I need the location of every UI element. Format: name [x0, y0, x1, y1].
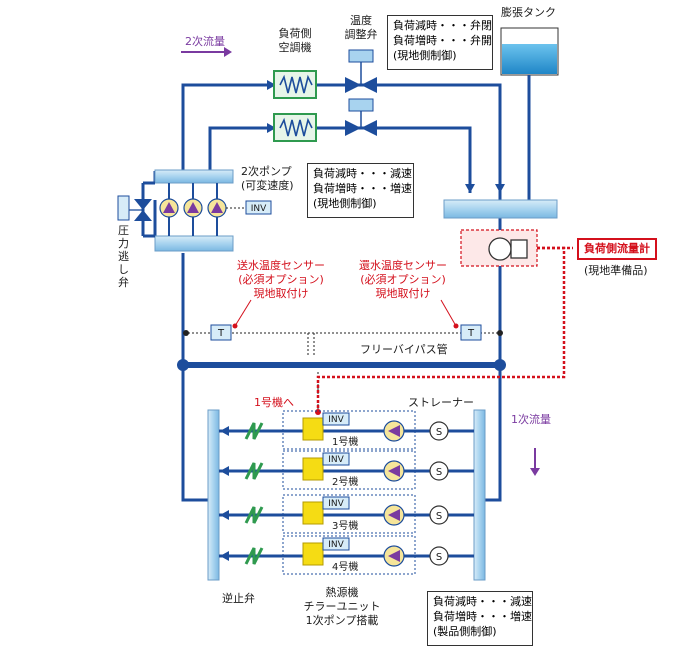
- junction-dot: [497, 330, 503, 336]
- unit-label: 3号機: [332, 519, 358, 532]
- primary-return-header: [473, 409, 486, 581]
- check-valve: [244, 506, 264, 524]
- secondary-flow-label: 2次流量: [185, 35, 225, 48]
- flow-arrow: [220, 426, 229, 436]
- unit-label: 4号機: [332, 560, 358, 573]
- chiller-box: [302, 501, 324, 525]
- flowmeter-note: (現地準備品): [584, 264, 648, 277]
- sensor-symbol: T: [217, 328, 225, 339]
- supply-temp-sensor: [210, 299, 252, 341]
- pump-arrow: [388, 465, 400, 477]
- inv-label: INV: [328, 415, 344, 425]
- primary-flow-label: 1次流量: [511, 413, 551, 426]
- strainer: [429, 421, 449, 441]
- strainer-label: ストレーナー: [408, 396, 474, 409]
- unit-label: 1号機: [332, 435, 358, 448]
- check-valve-label: 逆止弁: [222, 592, 255, 605]
- expansion-tank: [500, 27, 559, 200]
- chiller-unit-row: INV S 4号機: [219, 535, 474, 575]
- pump-arrow: [388, 509, 400, 521]
- flow-arrow: [267, 123, 276, 133]
- flowmeter-badge: 負荷側流量計: [577, 238, 657, 260]
- inv-label: INV: [328, 499, 344, 509]
- junction-dot: [183, 330, 189, 336]
- bypass-pipe-label: フリーバイパス管: [360, 343, 448, 356]
- inv-label: INV: [251, 204, 267, 214]
- flowmeter: [460, 229, 538, 267]
- ahu-coil-lower: [273, 113, 317, 142]
- chiller-unit-row: INV S 3号機: [219, 494, 474, 534]
- chiller-box: [302, 542, 324, 566]
- secondary-pump-label: 2次ポンプ(可変速度): [241, 165, 294, 192]
- inv-box: [322, 452, 350, 466]
- chiller-box: [302, 417, 324, 441]
- flow-arrow: [267, 80, 276, 90]
- flow-arrow: [495, 184, 505, 193]
- ahu-label: 負荷側空調機: [278, 27, 312, 54]
- inv-box: [322, 537, 350, 551]
- inv-label: INV: [328, 455, 344, 465]
- flow-arrow: [220, 466, 229, 476]
- strainer-symbol: S: [436, 427, 442, 438]
- return-temp-sensor: [440, 299, 482, 341]
- check-valve: [244, 547, 264, 565]
- chiller-box: [302, 457, 324, 481]
- temp-control-valve-lower: [345, 98, 377, 136]
- primary-supply-header: [207, 409, 220, 581]
- chiller-unit-row: INV S 1号機: [219, 410, 474, 450]
- check-valve: [244, 462, 264, 480]
- chiller-units: INV S 1号機 INV S 2号機 INV S 3号機 INV S 4号機: [219, 410, 474, 575]
- strainer-symbol: S: [436, 467, 442, 478]
- pressure-relief-valve-label: 圧力逃し弁: [118, 224, 129, 289]
- unit-label: 2号機: [332, 475, 358, 488]
- supply-sensor-label: 送水温度センサー(必須オプション)現地取付け: [237, 259, 325, 300]
- return-sensor-label: 還水温度センサー(必須オプション)現地取付け: [359, 259, 447, 300]
- temp-control-valve-upper: [345, 49, 377, 93]
- sensor-symbol: T: [467, 328, 475, 339]
- strainer: [429, 546, 449, 566]
- junction-dot: [177, 359, 189, 371]
- flow-arrow: [220, 551, 229, 561]
- expansion-tank-label: 膨張タンク: [501, 6, 556, 19]
- flow-arrow: [465, 184, 475, 193]
- to-unit1-label: 1号機へ: [254, 396, 294, 409]
- pump-arrow: [388, 550, 400, 562]
- secondary-pump-assembly: [154, 169, 272, 252]
- inv-box: [322, 496, 350, 510]
- pressure-relief-valve: [117, 181, 155, 238]
- valve-control-note: 負荷減時・・・弁閉負荷増時・・・弁開(現地側制御): [387, 15, 493, 70]
- strainer: [429, 505, 449, 525]
- strainer: [429, 461, 449, 481]
- check-valve: [244, 422, 264, 440]
- temp-valve-label: 温度調整弁: [344, 14, 378, 41]
- pump-arrow: [388, 425, 400, 437]
- junction-dot: [494, 359, 506, 371]
- inv-box: [322, 412, 350, 426]
- strainer-symbol: S: [436, 552, 442, 563]
- pump1-control-note: 負荷減時・・・減速負荷増時・・・増速(製品側制御): [427, 591, 533, 646]
- strainer-symbol: S: [436, 511, 442, 522]
- inv-label: INV: [328, 540, 344, 550]
- return-header: [443, 199, 558, 219]
- flow-arrow: [220, 510, 229, 520]
- pump2-control-note: 負荷減時・・・減速負荷増時・・・増速(現地側制御): [307, 163, 414, 218]
- chiller-unit-row: INV S 2号機: [219, 450, 474, 490]
- ahu-coil-upper: [273, 70, 317, 99]
